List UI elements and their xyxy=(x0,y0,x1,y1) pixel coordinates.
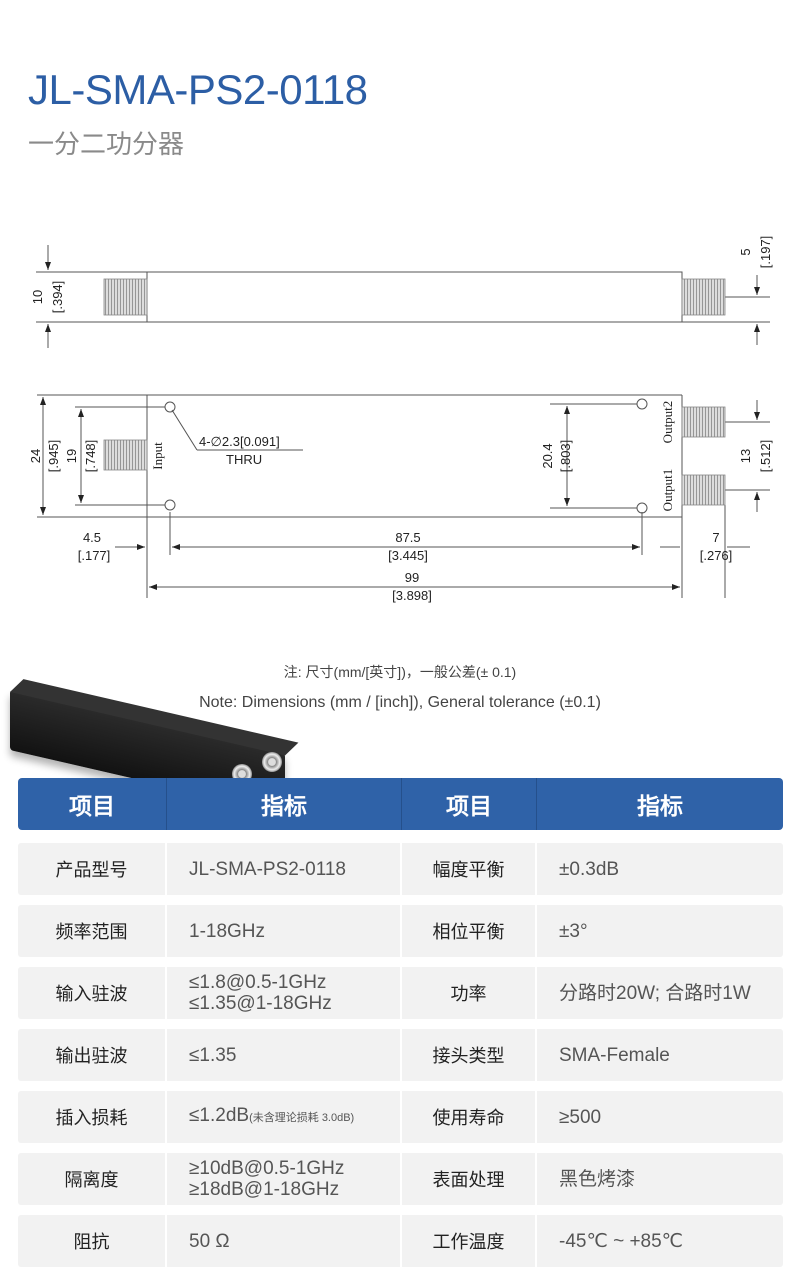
hole-note: 4-∅2.3[0.091] xyxy=(199,434,280,449)
spec-value: JL-SMA-PS2-0118 xyxy=(167,843,402,895)
spec-value: SMA-Female xyxy=(537,1029,783,1081)
spec-value: -45℃ ~ +85℃ xyxy=(537,1215,783,1267)
dim-text: 7 xyxy=(712,530,719,545)
dim-text: [.512] xyxy=(758,440,773,473)
spec-value-line: ±0.3dB xyxy=(559,858,620,880)
spec-value: 1-18GHz xyxy=(167,905,402,957)
spec-value-line: JL-SMA-PS2-0118 xyxy=(189,858,346,880)
spec-value-line: ≤1.35 xyxy=(189,1044,237,1066)
dim-text: [.197] xyxy=(758,236,773,269)
label-input: Input xyxy=(150,442,165,470)
spec-value-line: -45℃ ~ +85℃ xyxy=(559,1230,684,1252)
note-chinese: 注: 尺寸(mm/[英寸])，一般公差(± 0.1) xyxy=(283,664,517,680)
spec-value: ≤1.35 xyxy=(167,1029,402,1081)
dim-text: [.276] xyxy=(700,548,733,563)
dimension-drawing: 10 [.394] 5 [.197] 24 [.945] 19 [.748] 4… xyxy=(28,236,773,603)
dim-text: [.394] xyxy=(50,281,65,314)
dim-text: 19 xyxy=(64,449,79,463)
connector-input xyxy=(103,439,148,471)
table-header: 项目 指标 项目 指标 xyxy=(18,778,783,830)
spec-key: 产品型号 xyxy=(18,843,167,895)
dim-text: 5 xyxy=(738,248,753,255)
spec-key: 接头类型 xyxy=(402,1029,537,1081)
table-row: 频率范围 1-18GHz 相位平衡 ±3° xyxy=(18,905,783,957)
spec-value-line: 分路时20W; 合路时1W xyxy=(559,982,751,1004)
spec-key: 频率范围 xyxy=(18,905,167,957)
spec-key: 功率 xyxy=(402,967,537,1019)
spec-key: 工作温度 xyxy=(402,1215,537,1267)
sma-connector xyxy=(262,752,282,772)
label-output2: Output2 xyxy=(660,401,675,444)
spec-value: 50 Ω xyxy=(167,1215,402,1267)
spec-value-line: ≥10dB@0.5-1GHz xyxy=(189,1158,345,1179)
spec-value-line: 50 Ω xyxy=(189,1230,230,1252)
dim-text: [.748] xyxy=(83,440,98,473)
spec-value-line: ≤1.35@1-18GHz xyxy=(189,993,332,1014)
dim-text: [3.898] xyxy=(392,588,432,603)
product-subtitle: 一分二功分器 xyxy=(28,130,185,160)
spec-value: 分路时20W; 合路时1W xyxy=(537,967,783,1019)
dim-text: [3.445] xyxy=(388,548,428,563)
spec-value-note: (未含理论损耗 3.0dB) xyxy=(249,1112,355,1124)
dim-text: 87.5 xyxy=(395,530,420,545)
spec-value-line: SMA-Female xyxy=(559,1044,670,1066)
note-english: Note: Dimensions (mm / [inch]), General … xyxy=(199,694,601,711)
connector-left-top xyxy=(103,278,148,316)
spec-key: 阻抗 xyxy=(18,1215,167,1267)
dim-text: 10 xyxy=(30,290,45,304)
table-row: 插入损耗 ≤1.2dB(未含理论损耗 3.0dB) 使用寿命 ≥500 xyxy=(18,1091,783,1143)
spec-key: 使用寿命 xyxy=(402,1091,537,1143)
table-row: 阻抗 50 Ω 工作温度 -45℃ ~ +85℃ xyxy=(18,1215,783,1267)
dim-text: 20.4 xyxy=(540,443,555,468)
label-output1: Output1 xyxy=(660,469,675,512)
dim-text: [.803] xyxy=(558,440,573,473)
header-item: 项目 xyxy=(18,778,167,830)
spec-value-line: ≤1.2dB xyxy=(189,1105,250,1126)
dim-text: [.945] xyxy=(46,440,61,473)
connector-right-top xyxy=(681,278,726,316)
header-item: 项目 xyxy=(402,778,537,830)
spec-value: ±0.3dB xyxy=(537,843,783,895)
table-row: 输出驻波 ≤1.35 接头类型 SMA-Female xyxy=(18,1029,783,1081)
table-row: 产品型号 JL-SMA-PS2-0118 幅度平衡 ±0.3dB xyxy=(18,843,783,895)
spec-value-line: ±3° xyxy=(559,920,588,942)
spec-value-line: 1-18GHz xyxy=(189,920,266,942)
header-spec: 指标 xyxy=(637,794,683,820)
spec-value: ≥10dB@0.5-1GHz≥18dB@1-18GHz xyxy=(167,1153,402,1205)
connector-output2 xyxy=(681,406,726,438)
spec-value-line: ≤1.8@0.5-1GHz xyxy=(189,972,327,993)
spec-value-line: 黑色烤漆 xyxy=(559,1168,636,1190)
spec-value-line: ≥500 xyxy=(559,1106,602,1128)
spec-key: 输出驻波 xyxy=(18,1029,167,1081)
top-view-body xyxy=(146,271,683,323)
product-title: JL-SMA-PS2-0118 xyxy=(28,66,368,113)
spec-value: ≤1.8@0.5-1GHz≤1.35@1-18GHz xyxy=(167,967,402,1019)
spec-key: 输入驻波 xyxy=(18,967,167,1019)
spec-value: ≤1.2dB(未含理论损耗 3.0dB) xyxy=(167,1091,402,1143)
dim-text: 99 xyxy=(405,570,419,585)
header-spec: 指标 xyxy=(167,778,402,830)
spec-value-wrap: ≤1.2dB(未含理论损耗 3.0dB) xyxy=(189,1105,354,1129)
spec-value: ≥500 xyxy=(537,1091,783,1143)
spec-key: 表面处理 xyxy=(402,1153,537,1205)
spec-key: 相位平衡 xyxy=(402,905,537,957)
spec-key: 隔离度 xyxy=(18,1153,167,1205)
product-photo xyxy=(10,690,290,814)
spec-key: 幅度平衡 xyxy=(402,843,537,895)
spec-value: 黑色烤漆 xyxy=(537,1153,783,1205)
spec-value: ±3° xyxy=(537,905,783,957)
spec-value-line: ≥18dB@1-18GHz xyxy=(189,1179,340,1200)
connector-output1 xyxy=(681,474,726,506)
dim-text: 4.5 xyxy=(83,530,101,545)
dim-text: 13 xyxy=(738,449,753,463)
dim-text: 24 xyxy=(28,449,43,463)
spec-key: 插入损耗 xyxy=(18,1091,167,1143)
dim-text: [.177] xyxy=(78,548,111,563)
hole-note-thru: THRU xyxy=(226,452,262,467)
